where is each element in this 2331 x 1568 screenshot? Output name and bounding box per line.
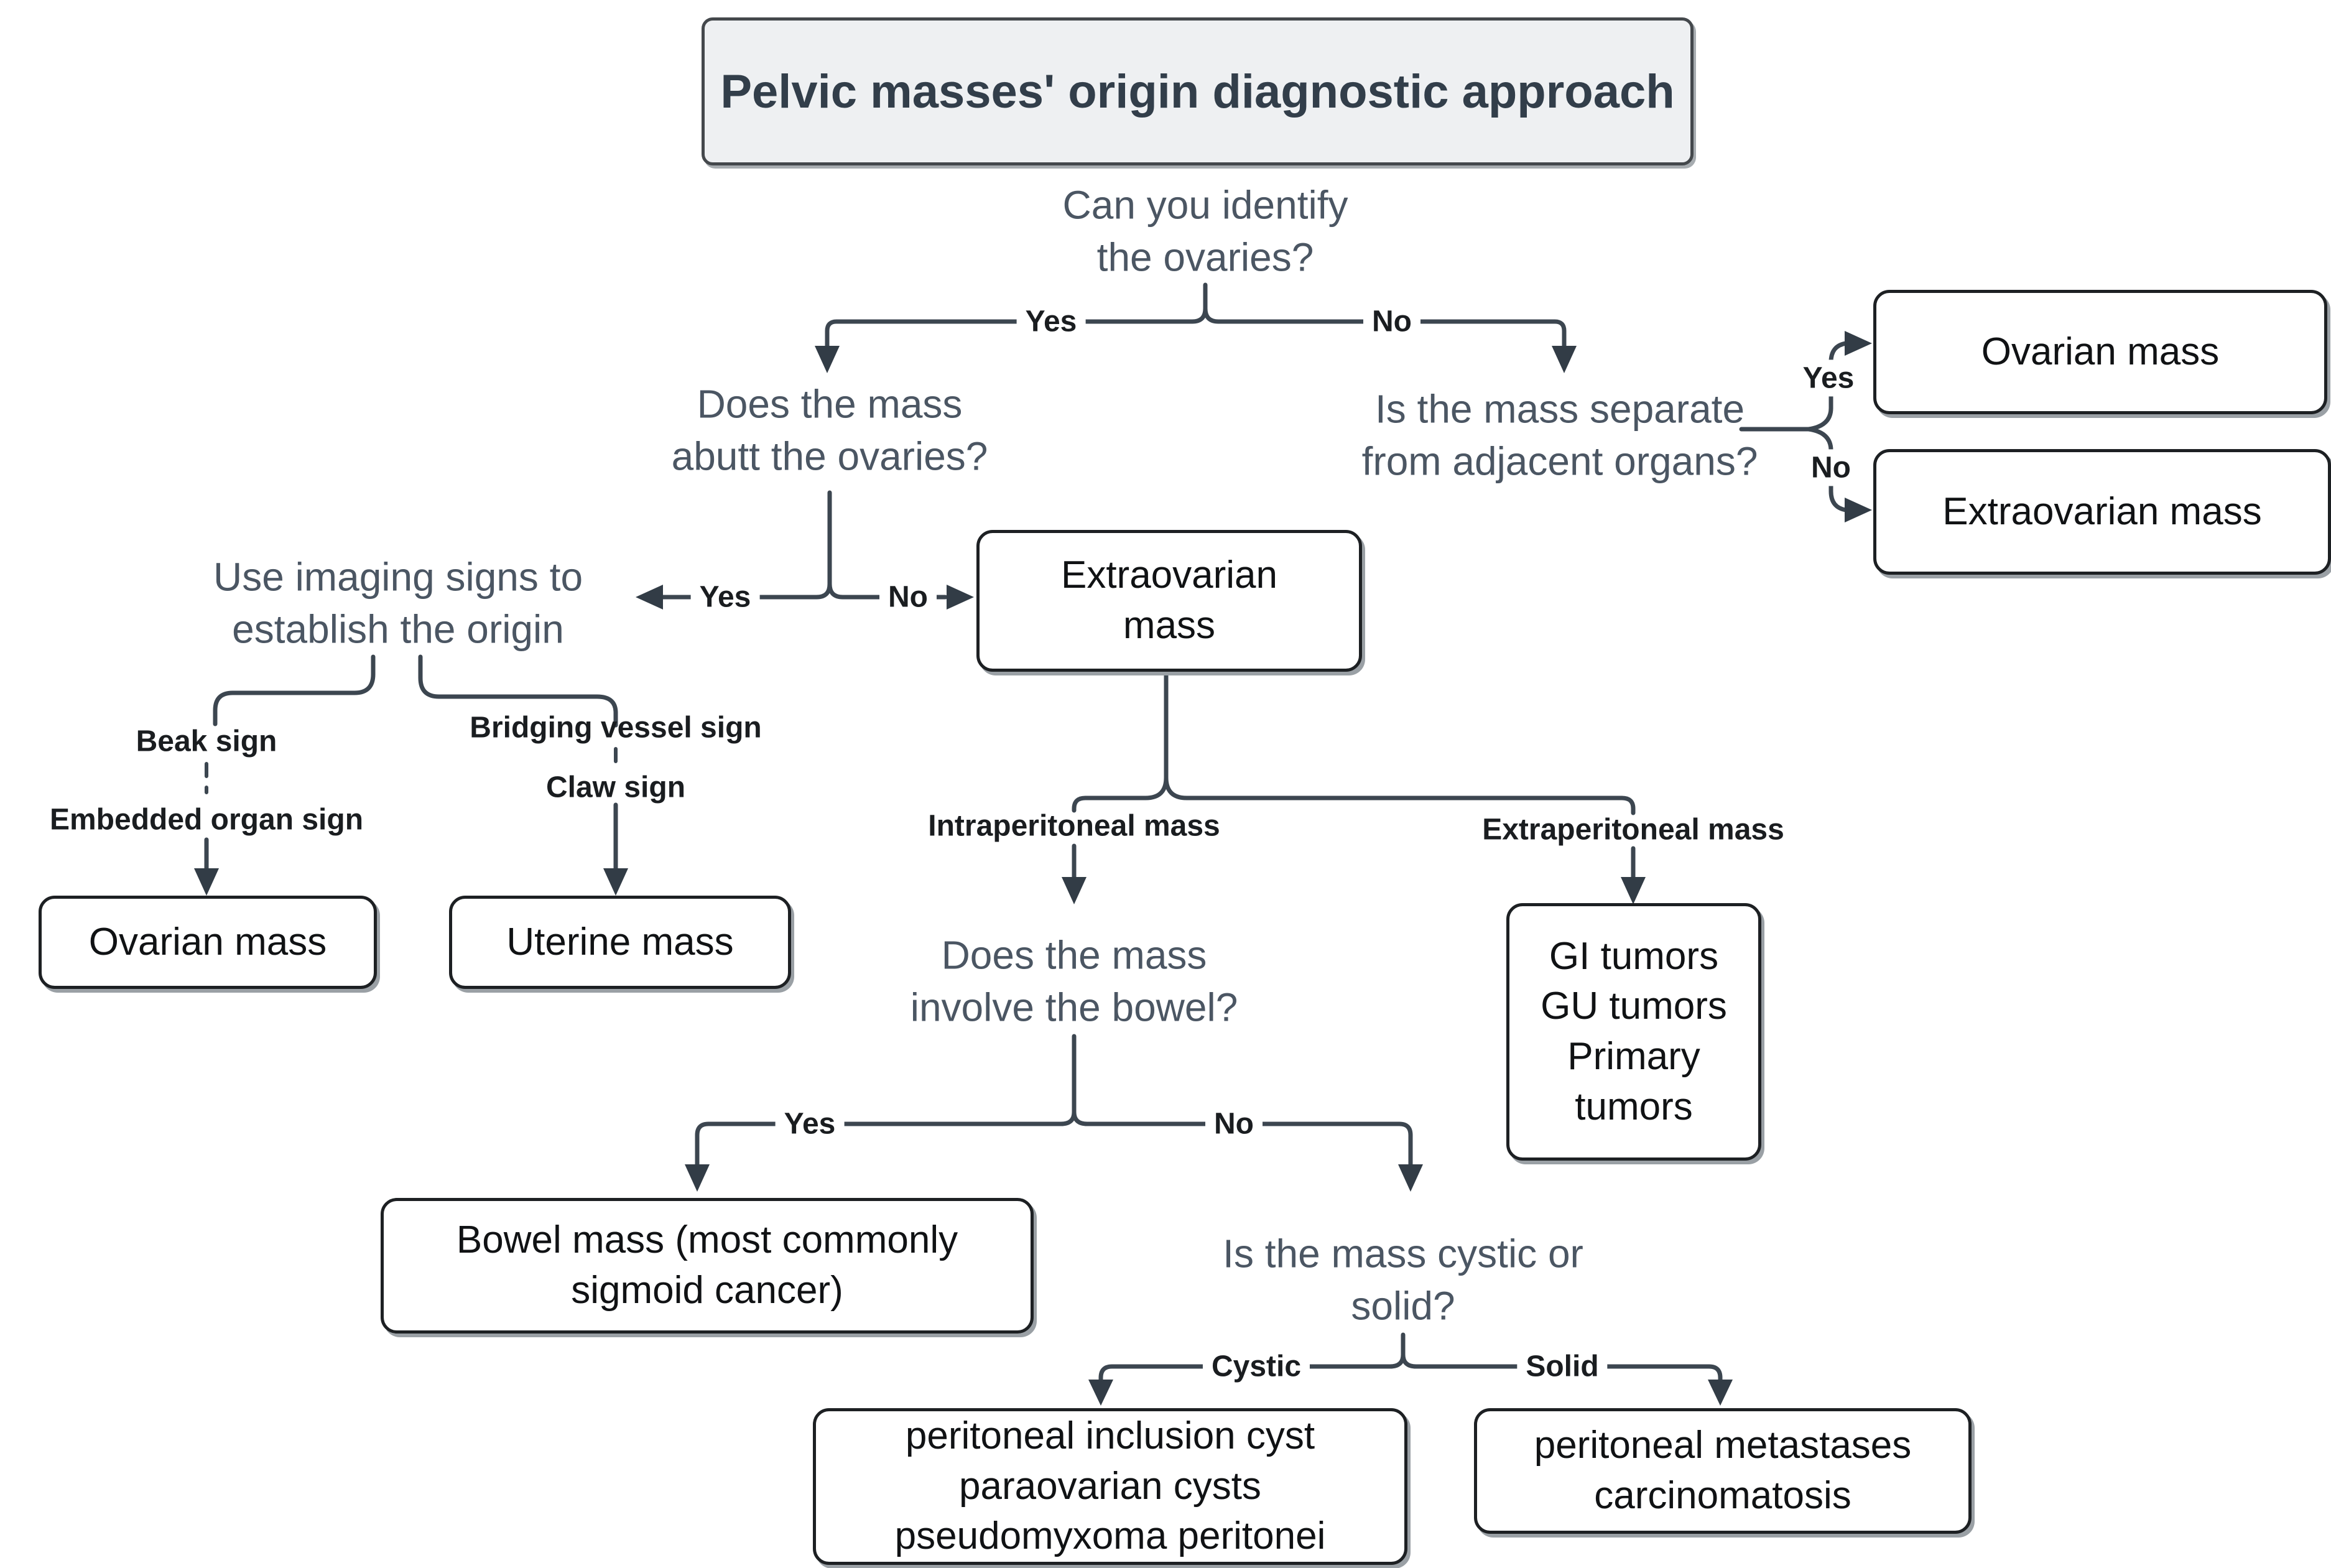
- label-claw-sign: Claw sign: [545, 771, 686, 804]
- node-cystic-outcomes: peritoneal inclusion cyst paraovarian cy…: [813, 1408, 1407, 1565]
- label-bridging-vessel-sign: Bridging vessel sign: [470, 711, 762, 745]
- question-involve-bowel: Does the mass involve the bowel?: [910, 932, 1238, 1030]
- branch-label-yes-abutt: Yes: [690, 578, 760, 616]
- page-title: Pelvic masses' origin diagnostic approac…: [720, 65, 1675, 118]
- label-beak-sign: Beak sign: [136, 725, 277, 758]
- node-uterine-mass: Uterine mass: [449, 896, 791, 989]
- node-solid-outcomes: peritoneal metastases carcinomatosis: [1474, 1408, 1972, 1534]
- node-bowel-mass: Bowel mass (most commonly sigmoid cancer…: [381, 1198, 1034, 1334]
- label-embedded-organ-sign: Embedded organ sign: [49, 803, 364, 837]
- question-cystic-solid: Is the mass cystic or solid?: [1223, 1231, 1583, 1329]
- branch-label-no-abutt: No: [879, 578, 937, 616]
- label-intraperitoneal-mass: Intraperitoneal mass: [928, 809, 1220, 843]
- node-gi-gu-primary-tumors: GI tumors GU tumors Primary tumors: [1506, 903, 1761, 1161]
- branch-label-cystic: Cystic: [1202, 1348, 1310, 1385]
- branch-label-no-separate: No: [1802, 449, 1860, 486]
- connector-imaging-signs: [194, 654, 628, 896]
- branch-label-yes-bowel: Yes: [775, 1105, 845, 1143]
- branch-label-yes-identify: Yes: [1016, 303, 1086, 340]
- connector-identify-ovaries: [815, 282, 1577, 373]
- question-separate-organs: Is the mass separate from adjacent organ…: [1361, 386, 1758, 484]
- connector-peritoneal-split: [1062, 666, 1646, 904]
- branch-label-no-bowel: No: [1205, 1105, 1263, 1143]
- question-identify-ovaries: Can you identify the ovaries?: [1062, 182, 1348, 280]
- step-use-imaging-signs: Use imaging signs to establish the origi…: [213, 554, 583, 652]
- node-ovarian-mass-right: Ovarian mass: [1873, 290, 2327, 414]
- connector-abutt-ovaries: [636, 490, 974, 610]
- connector-involve-bowel: [685, 1034, 1423, 1192]
- node-ovarian-mass-left: Ovarian mass: [39, 896, 377, 989]
- branch-label-solid: Solid: [1517, 1348, 1608, 1385]
- question-abutt-ovaries: Does the mass abutt the ovaries?: [671, 381, 988, 479]
- node-extraovarian-mass-center: Extraovarian mass: [976, 530, 1362, 672]
- branch-label-yes-separate: Yes: [1794, 360, 1863, 397]
- branch-label-no-identify: No: [1363, 303, 1420, 340]
- node-extraovarian-mass-right: Extraovarian mass: [1873, 449, 2331, 575]
- title-box: Pelvic masses' origin diagnostic approac…: [702, 17, 1694, 165]
- connector-cystic-solid: [1088, 1332, 1733, 1406]
- label-extraperitoneal-mass: Extraperitoneal mass: [1482, 813, 1784, 847]
